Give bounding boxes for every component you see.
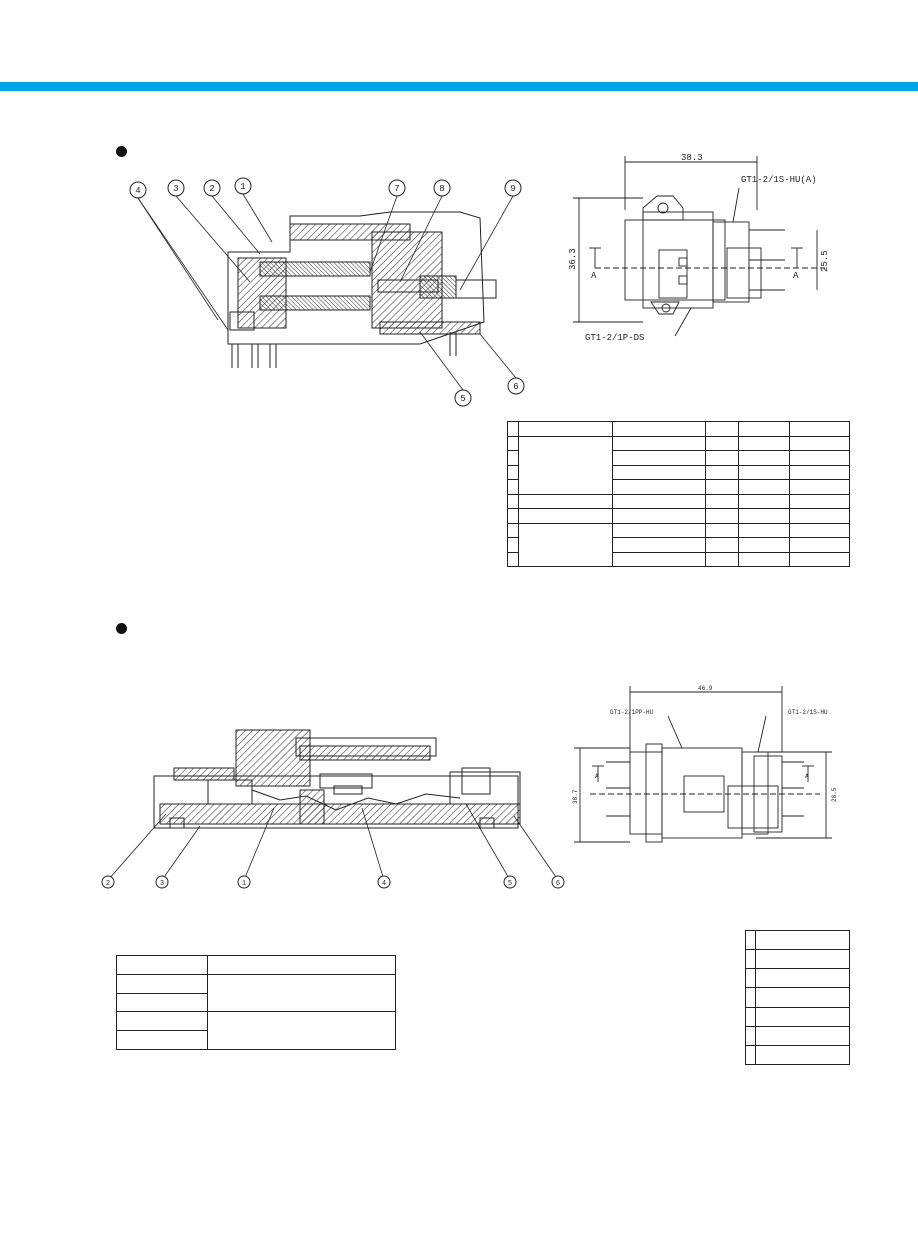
callout-circle — [551, 875, 565, 889]
callout-label: 9 — [510, 184, 515, 194]
callout-label: 4 — [382, 880, 386, 888]
callout-label: 1 — [242, 880, 246, 888]
section1-dimension-drawing: 38.3 36.3 25.5 A A GT1-2/1S-HU(A) GT1-2/… — [568, 153, 830, 343]
section-mark-right: A — [805, 773, 809, 780]
callout-circle — [101, 875, 115, 889]
callout-circle — [377, 875, 391, 889]
table-row — [116, 1030, 396, 1050]
section-mark-right: A — [793, 271, 799, 281]
table-row — [507, 522, 850, 567]
callout-label: 6 — [556, 880, 560, 888]
callout-circle — [237, 875, 251, 889]
table-row — [745, 1025, 851, 1046]
callout-circle — [503, 875, 517, 889]
width-dimension: 46.9 — [698, 685, 713, 692]
table-row — [507, 508, 850, 524]
callout-label: 8 — [439, 184, 444, 194]
callout-label: 4 — [135, 186, 140, 196]
callout-group — [129, 177, 525, 407]
table-row — [116, 955, 397, 975]
table-row — [745, 1006, 851, 1027]
header-accent-bar — [0, 82, 918, 91]
inner-dimension: 25.5 — [820, 250, 830, 272]
table-row — [745, 929, 851, 951]
table-row — [507, 421, 850, 437]
section1-bullet-icon — [116, 146, 127, 157]
mounting-flange — [642, 195, 684, 221]
callout-label: 3 — [160, 880, 164, 888]
section2-cross-section-drawing: 2 3 1 4 5 6 — [101, 729, 565, 889]
section1-parts-table — [507, 421, 850, 567]
height-dimension-left: 38.7 — [572, 789, 579, 804]
callout-label: 3 — [173, 184, 178, 194]
table-row — [116, 1011, 397, 1050]
section1-cross-section-drawing: 4 3 2 1 7 8 9 5 6 — [129, 177, 525, 407]
part-number-lower: GT1-2/1P-DS — [585, 333, 644, 343]
section2-bullet-icon — [116, 623, 127, 634]
callout-label: 5 — [460, 394, 465, 404]
section2-dimension-drawing: 46.9 38.7 28.5 A A GT1-2/1PP-HU GT1-2/1S… — [572, 685, 838, 843]
section-mark-left: A — [591, 271, 597, 281]
section2-left-table — [116, 955, 397, 1050]
table-row — [745, 949, 851, 970]
width-dimension: 38.3 — [681, 153, 703, 163]
section-mark-left: A — [595, 773, 599, 780]
callout-label: 2 — [106, 880, 110, 888]
callout-circle — [155, 875, 169, 889]
part-number-left: GT1-2/1PP-HU — [610, 709, 654, 716]
part-number-upper: GT1-2/1S-HU(A) — [741, 175, 817, 185]
part-number-right: GT1-2/1S-HU — [788, 709, 828, 716]
callout-label: 6 — [513, 382, 518, 392]
table-row — [507, 493, 850, 509]
callout-label: 7 — [394, 184, 399, 194]
table-row — [745, 968, 851, 989]
section2-right-table — [745, 929, 851, 1066]
table-row — [116, 973, 397, 1013]
height-dimension-right: 28.5 — [831, 787, 838, 802]
table-row — [507, 435, 850, 495]
callout-label: 1 — [240, 182, 245, 192]
callout-label: 5 — [508, 880, 512, 888]
table-row — [507, 551, 850, 567]
table-row — [745, 1044, 851, 1066]
callout-label: 2 — [209, 184, 214, 194]
table-row — [745, 987, 851, 1008]
height-dimension: 36.3 — [568, 248, 578, 270]
